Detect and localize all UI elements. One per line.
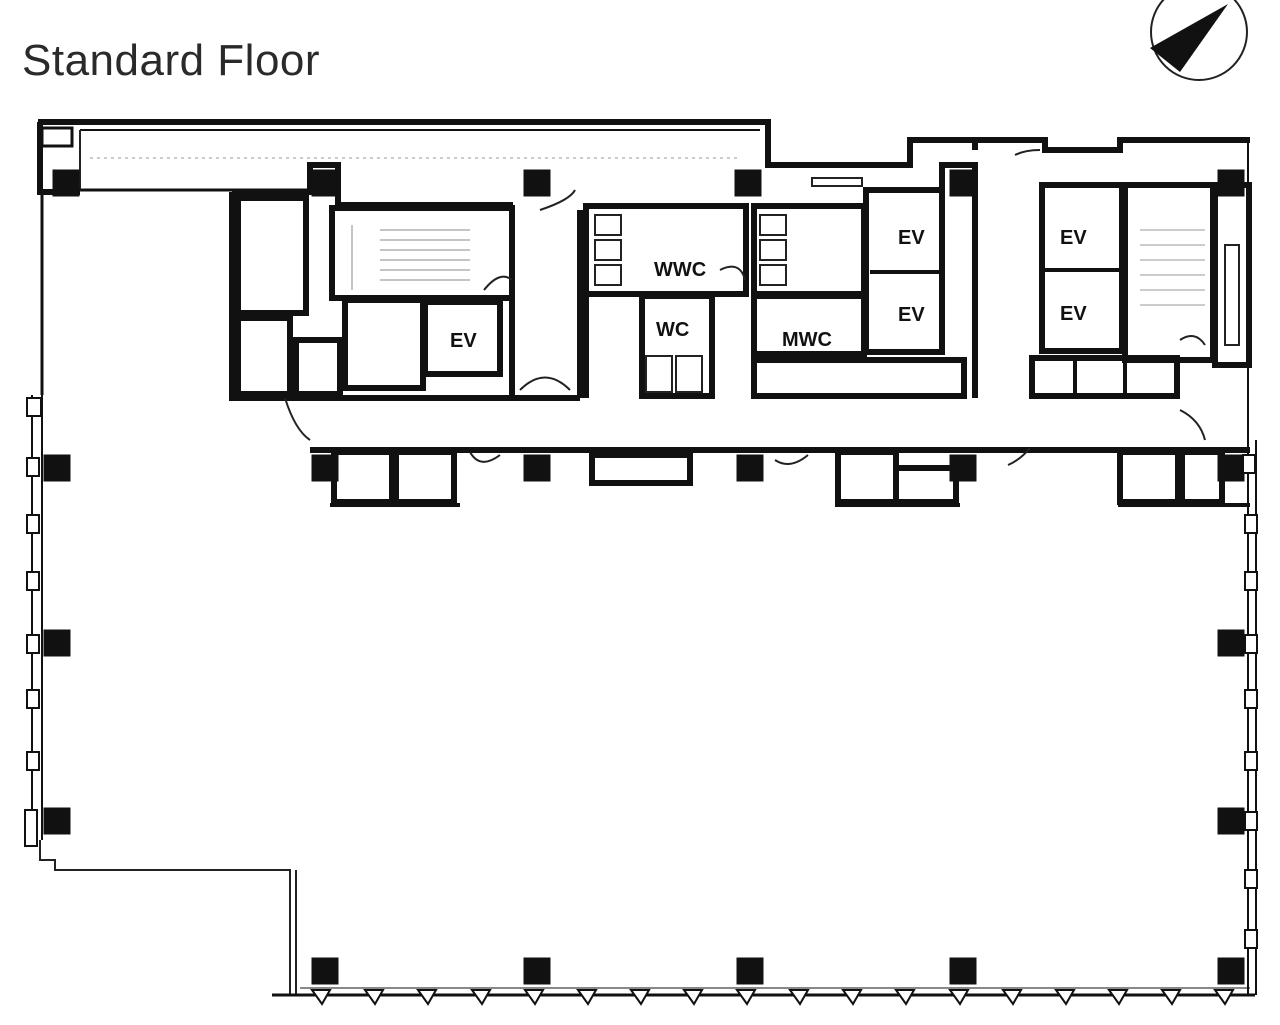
top-balcony	[37, 119, 771, 195]
room-label-ev-right-bottom: EV	[1060, 303, 1087, 325]
stair-left	[351, 225, 470, 290]
room-label-wwc: WWC	[654, 259, 706, 281]
window-mullions	[24, 397, 1258, 1006]
north-arrow-icon	[1150, 0, 1248, 81]
room-label-ev-left: EV	[450, 330, 477, 352]
room-label-ev-right-top: EV	[1060, 227, 1087, 249]
room-label-mwc: MWC	[782, 329, 832, 351]
core-left	[229, 162, 583, 401]
door-swings	[284, 149, 1206, 466]
corridor-south-wall	[310, 447, 1250, 507]
room-label-ev-center-bottom: EV	[898, 304, 925, 326]
structural-columns	[43, 169, 1245, 985]
core-right	[975, 137, 1252, 399]
bottom-exterior-wall	[272, 987, 1255, 997]
page-title: Standard Floor	[22, 36, 321, 85]
room-label-ev-center-top: EV	[898, 227, 925, 249]
room-label-wc: WC	[656, 319, 689, 341]
